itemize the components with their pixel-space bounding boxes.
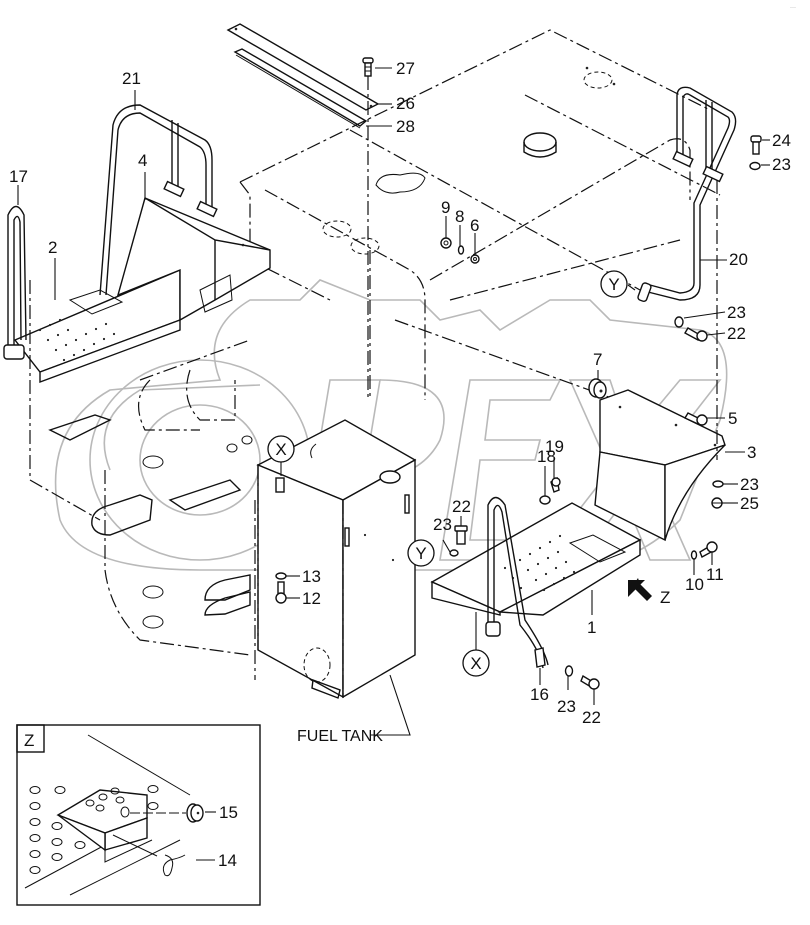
- washer-23-top: [749, 161, 761, 171]
- bolt-22-mid: [684, 327, 708, 342]
- handrail-17: [3, 205, 27, 360]
- callout-7: 7: [593, 350, 602, 369]
- nut-9: [440, 237, 452, 249]
- handrail-16: [485, 496, 549, 669]
- callout-3: 3: [747, 443, 756, 462]
- bolt-11: [699, 541, 718, 558]
- corner-mark: ···: [790, 5, 796, 11]
- callout-19: 19: [545, 437, 564, 456]
- callout-23-top: 23: [772, 155, 791, 174]
- detail-callout-15: 15: [219, 803, 238, 822]
- callout-24: 24: [772, 131, 791, 150]
- lock-washer-8: [457, 245, 465, 255]
- callout-22-bottom: 22: [582, 708, 601, 727]
- washer-18: [539, 495, 551, 505]
- callout-22-step: 22: [452, 497, 471, 516]
- callout-16: 16: [530, 685, 549, 704]
- bolt-22-step: [454, 525, 468, 545]
- washer-6: [470, 254, 480, 264]
- callout-23-right: 23: [740, 475, 759, 494]
- rail-28: [233, 48, 368, 129]
- callout-12: 12: [302, 589, 321, 608]
- callout-23-bottom: 23: [557, 697, 576, 716]
- handrail-21: [99, 104, 218, 296]
- step-2-holes: [38, 318, 116, 362]
- callouts: 21 17 4 2 27 26 28 9 8 6 24 23 20 23 22 …: [9, 5, 796, 870]
- ref-y-right-label: Y: [608, 275, 619, 294]
- detail-view-title: Z: [24, 731, 34, 750]
- callout-25: 25: [740, 494, 759, 513]
- callout-4: 4: [138, 151, 147, 170]
- callout-8: 8: [455, 207, 464, 226]
- bolt-24: [750, 135, 762, 155]
- view-arrow-z-label: Z: [660, 588, 670, 607]
- chassis-frame: [29, 280, 256, 680]
- leader-lines: [17, 67, 770, 736]
- rubber-mount-7: [588, 378, 607, 399]
- ref-marker-x-bottom: X: [462, 649, 490, 677]
- callout-9: 9: [441, 198, 450, 217]
- callout-11: 11: [706, 565, 724, 584]
- callout-5: 5: [728, 409, 737, 428]
- callout-6: 6: [470, 216, 479, 235]
- washer-23-bottom: [564, 665, 574, 677]
- step-1-holes: [503, 534, 576, 592]
- callout-17: 17: [9, 167, 28, 186]
- callout-20: 20: [729, 250, 748, 269]
- callout-28: 28: [396, 117, 415, 136]
- bolt-22-bottom: [580, 674, 600, 690]
- bolt-19: [550, 476, 561, 493]
- view-z-arrow: [628, 578, 652, 601]
- bolt-27: [362, 57, 374, 400]
- fuel-tank-label: FUEL TANK: [297, 728, 383, 745]
- callout-27: 27: [396, 59, 415, 78]
- step-1: [430, 502, 642, 616]
- callout-18: 18: [537, 447, 556, 466]
- handrail-20: [637, 86, 737, 460]
- callout-23-mid: 23: [727, 303, 746, 322]
- callout-23-step: 23: [433, 515, 452, 534]
- ref-marker-x-top: X: [267, 435, 295, 463]
- ref-y-left-label: Y: [415, 544, 426, 563]
- step-2: [13, 268, 181, 384]
- bolt-12: [275, 581, 287, 604]
- washer-23-step: [449, 549, 459, 557]
- callout-2: 2: [48, 238, 57, 257]
- washer-10: [690, 550, 698, 560]
- detail-holes: [29, 785, 159, 874]
- washer-23-mid: [674, 316, 684, 328]
- fuel-tank: [256, 419, 417, 699]
- plate-26: [226, 23, 380, 111]
- ref-marker-y-left: Y: [407, 539, 435, 567]
- ref-x-top-label: X: [275, 440, 286, 459]
- nut-25: [711, 497, 723, 509]
- ref-x-bottom-label: X: [470, 654, 481, 673]
- callout-10: 10: [685, 575, 704, 594]
- callout-26: 26: [396, 94, 415, 113]
- washer-23-right: [712, 480, 724, 488]
- ref-marker-y-right: Y: [600, 270, 628, 298]
- callout-22-mid: 22: [727, 324, 746, 343]
- detail-view-z: [16, 724, 261, 906]
- detail-callout-14: 14: [218, 851, 237, 870]
- bolt-5: [683, 412, 708, 426]
- callout-21: 21: [122, 69, 141, 88]
- box-4: [116, 197, 271, 322]
- washer-13: [275, 572, 287, 580]
- hydraulic-tank-body: [239, 29, 721, 431]
- box-3: [594, 389, 726, 542]
- callout-13: 13: [302, 567, 321, 586]
- callout-1: 1: [587, 618, 596, 637]
